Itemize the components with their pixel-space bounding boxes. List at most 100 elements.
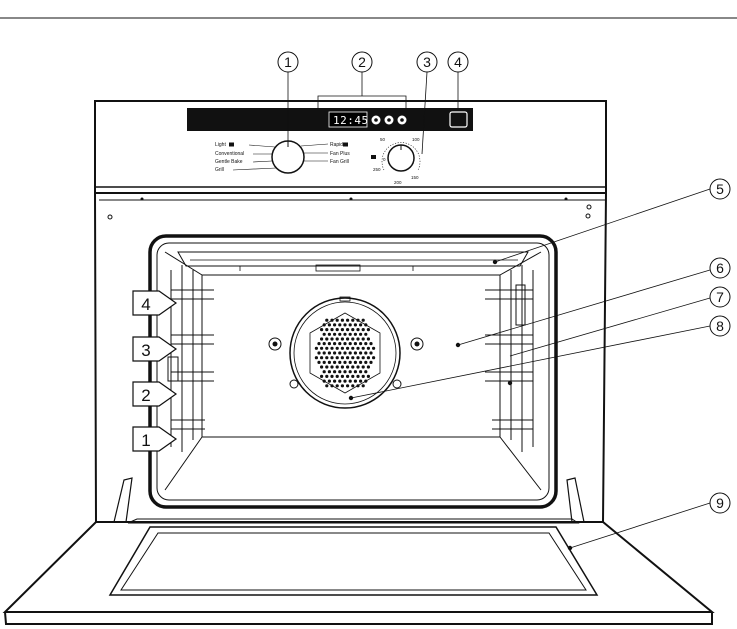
function-labels-right: Rapid Fan Plus Fan Grill [301,142,350,165]
callout-2: 2 [352,52,372,72]
fan-hole [325,347,328,350]
fan-hole [367,356,370,359]
fan-hole [333,342,336,345]
fan-hole [341,347,344,350]
fan-hole [369,361,372,364]
callout-3: 3 [417,52,437,72]
fan-hole [364,351,367,354]
callout-3-number: 3 [423,54,431,70]
fan-hole [338,351,341,354]
fan-hole [362,328,365,331]
fan-hole [333,333,336,336]
callout-7-number: 7 [716,289,724,305]
fan-hole [328,342,331,345]
shelf-level-3-label: 3 [141,341,150,360]
fan-hole [356,328,359,331]
right-side-runners [485,265,533,452]
fan-hole [336,347,339,350]
fan-hole [356,375,359,378]
shelf-level-4: 4 [133,291,176,315]
fan-hole [346,347,349,350]
fan-hole [349,380,352,383]
function-labels-left: Light Conventional Gentle Bake Grill [215,142,276,173]
fan-hole [343,323,346,326]
fan-hole [346,384,349,387]
fan-hole [333,370,336,373]
fan-hole [372,356,375,359]
fan-hole [338,323,341,326]
fan-hole [364,361,367,364]
fan-hole [367,375,370,378]
fan-hole [356,365,359,368]
fan-hole [323,370,326,373]
fan-hole [356,337,359,340]
fan-hole [330,347,333,350]
temperature-label: 50 [380,137,386,142]
fan-hole [362,365,365,368]
fan-hole [362,384,365,387]
function-label: Grill [215,167,224,173]
fan-hole [323,351,326,354]
shelf-level-1-label: 1 [141,431,150,450]
control-panel: 12:45 Light Conventional Gentle Bake Gri… [95,101,606,193]
fan-hole [330,384,333,387]
fan-hole [354,342,357,345]
fan-hole [341,365,344,368]
shelf-level-2: 2 [133,382,176,406]
fan-hole [336,328,339,331]
fan-hole [364,380,367,383]
fan-hole [325,337,328,340]
fan-hole [364,370,367,373]
fan-hole [359,380,362,383]
fan-hole [356,384,359,387]
fan-hole [336,356,339,359]
fan-hole [354,351,357,354]
temperature-label: 200 [394,180,402,185]
fan-hole [343,370,346,373]
fan-hole [349,351,352,354]
fan-hole [330,375,333,378]
fan-hole [356,319,359,322]
callout-8-number: 8 [716,318,724,334]
left-hinge [114,478,132,522]
fan-hole [367,328,370,331]
fan-hole [320,356,323,359]
fan-hole [328,380,331,383]
fan-hole [346,328,349,331]
temperature-label: 250 [373,167,381,172]
fan-hole [349,342,352,345]
callout-5-number: 5 [716,181,724,197]
fan-hole [341,319,344,322]
sensor-button[interactable] [450,112,467,127]
fan-hole [367,347,370,350]
function-label: Fan Grill [330,159,349,165]
fan-hole [343,380,346,383]
function-label: Rapid [330,142,343,148]
callout-6-number: 6 [716,260,724,276]
fan-hole [343,351,346,354]
fan-hole [362,375,365,378]
fan-hole [346,356,349,359]
time-display-text: 12:45 [333,114,369,127]
fan-hole [356,356,359,359]
fan-hole [338,361,341,364]
fan-hole [354,361,357,364]
temperature-label: 100 [412,137,420,142]
fan-hole [362,356,365,359]
fan-hole [346,337,349,340]
fan-hole [336,375,339,378]
fan-hole [367,337,370,340]
callout-4-number: 4 [454,54,462,70]
fan-hole [338,370,341,373]
fan-hole [320,347,323,350]
fan-hole [328,333,331,336]
fan-hole [325,328,328,331]
fan-hole [349,370,352,373]
fan-hole [330,356,333,359]
fan-hole [328,370,331,373]
fan-hole [325,356,328,359]
fan-hole [354,370,357,373]
fan-hole [351,337,354,340]
callout-8: 8 [710,316,730,336]
